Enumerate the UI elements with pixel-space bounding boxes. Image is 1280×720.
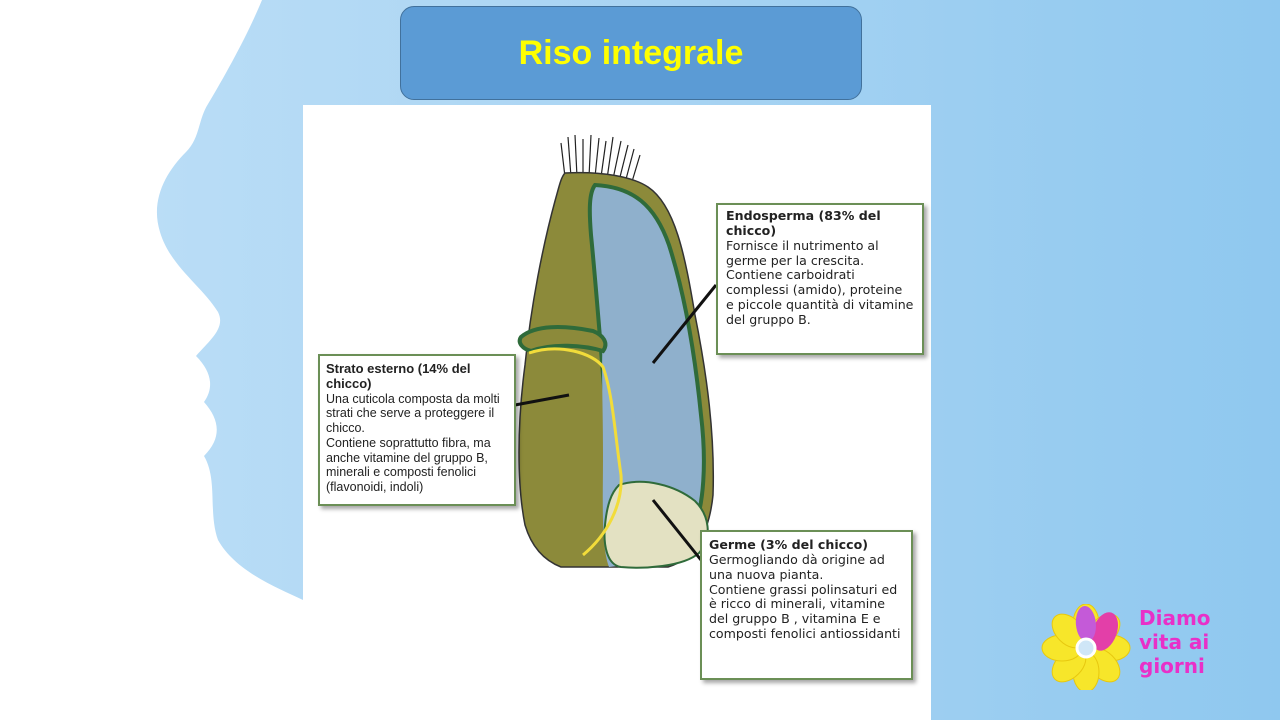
flower-logo-icon <box>1041 604 1131 690</box>
callout-strato-body: Una cuticola composta da molti strati ch… <box>326 391 500 495</box>
logo-text-line1: Diamo <box>1139 606 1211 630</box>
slide-title: Riso integrale <box>518 33 744 72</box>
callout-germe-body: Germogliando dà origine ad una nuova pia… <box>709 551 901 642</box>
logo-text-line3: giorni <box>1139 654 1205 678</box>
callout-endosperma-body: Fornisce il nutrimento al germe per la c… <box>726 237 914 328</box>
aleurone-line <box>528 347 623 557</box>
callout-germe-heading: Germe (3% del chicco) <box>709 537 869 552</box>
rice-grain-diagram <box>514 134 718 569</box>
callout-endosperma-heading: Endosperma (83% del chicco) <box>726 208 881 238</box>
grain-tip-hairs <box>560 134 641 186</box>
leader-germe <box>651 499 703 561</box>
leader-endosperma <box>651 284 718 364</box>
callout-strato-esterno: Strato esterno (14% del chicco) Una cuti… <box>318 354 516 506</box>
leader-strato <box>514 393 570 407</box>
slide-title-box: Riso integrale <box>400 6 862 100</box>
logo: Diamo vita ai giorni <box>1040 604 1240 694</box>
callout-endosperma: Endosperma (83% del chicco) Fornisce il … <box>716 203 924 355</box>
callout-strato-heading: Strato esterno (14% del chicco) <box>326 361 471 392</box>
logo-text: Diamo vita ai giorni <box>1139 606 1211 678</box>
germ-region <box>603 480 709 569</box>
logo-text-line2: vita ai <box>1139 630 1210 654</box>
callout-germe: Germe (3% del chicco) Germogliando dà or… <box>700 530 913 680</box>
germ-cap-layer <box>517 325 608 354</box>
